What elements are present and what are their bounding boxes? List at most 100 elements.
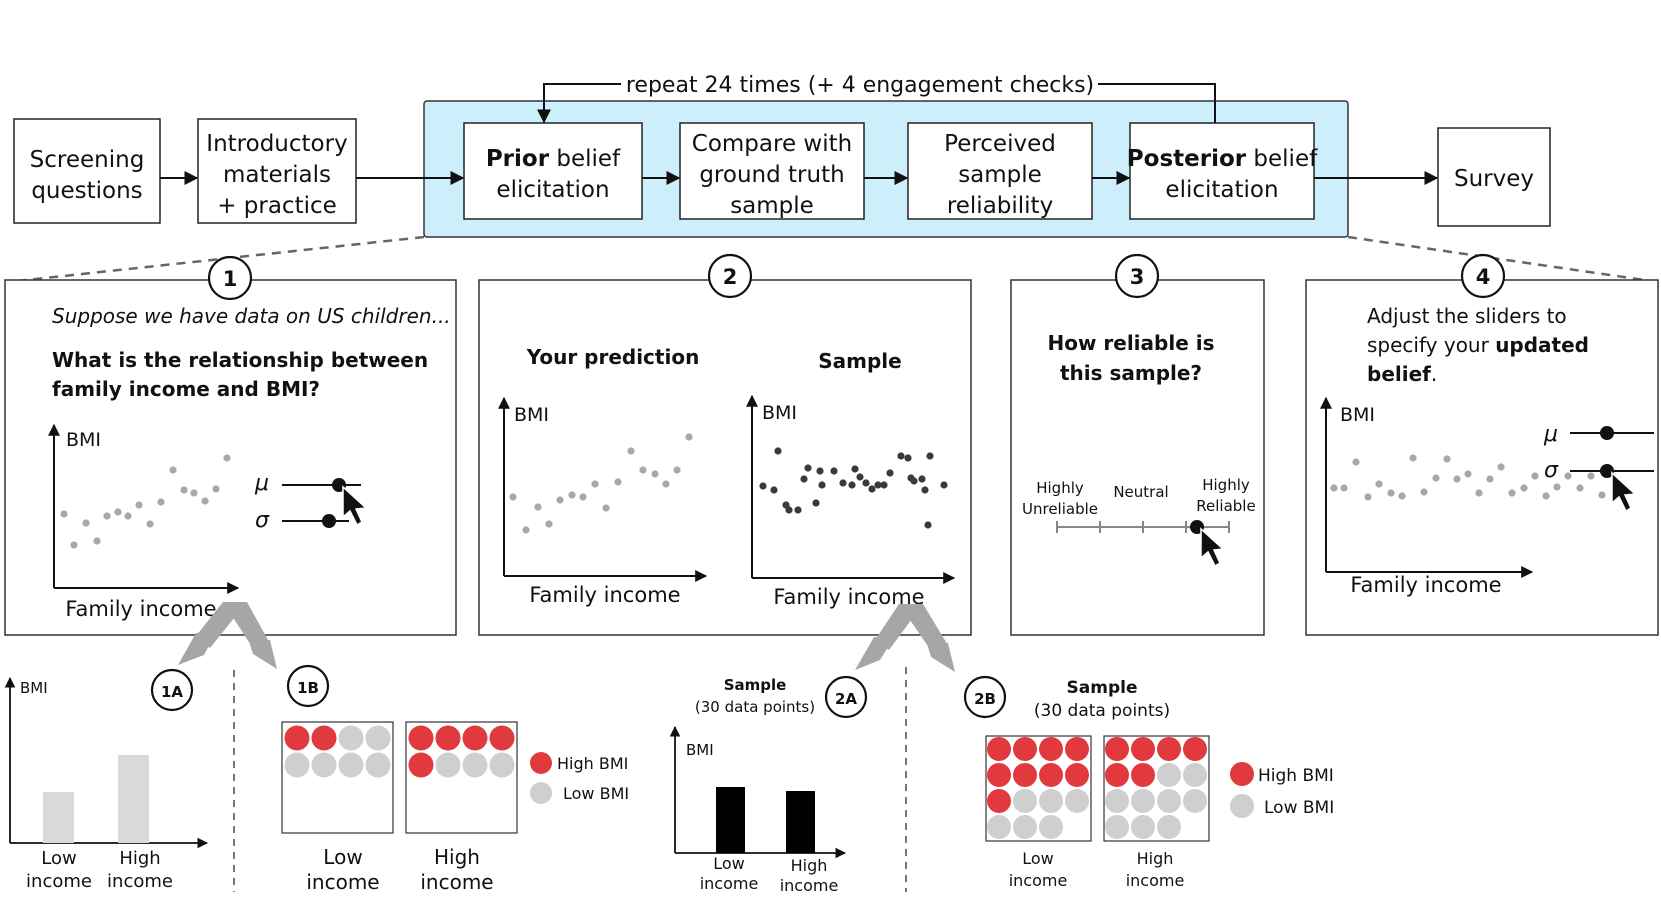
sample-point: [830, 467, 838, 475]
high-bmi-dot: [1105, 737, 1129, 761]
sample-point: [880, 481, 888, 489]
sample-point: [921, 486, 929, 494]
sub-1a-ylabel: BMI: [20, 679, 48, 697]
compare-line3: sample: [730, 193, 814, 219]
sample-point: [759, 482, 767, 490]
repeat-loop-highlight: [423, 100, 1349, 238]
panel-3: 3 How reliable is this sample? Highly Un…: [1010, 253, 1265, 636]
scatter-point: [1564, 472, 1572, 480]
scatter-point: [1497, 463, 1505, 471]
scatter-point: [1330, 484, 1338, 492]
low-bmi-dot: [1105, 789, 1129, 813]
sub-2a-ylabel: BMI: [686, 741, 714, 759]
step-4-mu: μ: [1543, 422, 1558, 447]
scatter-point: [1576, 484, 1584, 492]
step-2-left-xlabel: Family income: [529, 583, 680, 607]
posterior-line2: elicitation: [1165, 177, 1278, 203]
high-bmi-dot: [1131, 763, 1155, 787]
sample-point: [918, 475, 926, 483]
scatter-point: [212, 485, 220, 493]
scatter-point: [1553, 483, 1561, 491]
intro-line3: + practice: [217, 193, 337, 219]
cursor-icon: [1611, 471, 1637, 513]
sub-1a-cat2-l1: High: [119, 848, 160, 869]
high-bmi-dot: [408, 752, 434, 778]
low-bmi-dot: [1183, 789, 1207, 813]
sample-point: [926, 452, 934, 460]
svg-text:Prior belief: Prior belief: [486, 146, 621, 172]
low-bmi-dot: [1183, 763, 1207, 787]
scatter-point: [146, 520, 154, 528]
sub-1b-legend-low: Low BMI: [563, 784, 629, 803]
zoom-line-left: [7, 235, 425, 284]
scatter-point: [1453, 475, 1461, 483]
high-bmi-dot: [1105, 763, 1129, 787]
subpanel-1a: 1A BMI Low income High income: [4, 668, 209, 892]
step-2-prediction-scatter: [509, 433, 693, 534]
scatter-point: [579, 493, 587, 501]
scatter-point: [103, 512, 111, 520]
scatter-point: [1340, 484, 1348, 492]
prior-rest: belief: [549, 146, 621, 172]
sample-point: [839, 479, 847, 487]
subpanel-2b: 2B Sample (30 data points) Low income Hi…: [963, 675, 1334, 890]
sub-2b-subtitle: (30 data points): [1034, 701, 1170, 721]
step-1-intro: Suppose we have data on US children...: [52, 304, 451, 328]
scatter-point: [522, 526, 530, 534]
sample-point: [940, 481, 948, 489]
scatter-point: [602, 504, 610, 512]
scatter-point: [1409, 454, 1417, 462]
sub-2b-title: Sample: [1067, 678, 1138, 698]
prior-bold: Prior: [486, 146, 550, 172]
step-4-text-2b: updated: [1495, 333, 1589, 357]
high-bmi-dot: [1013, 763, 1037, 787]
scatter-point: [1420, 488, 1428, 496]
badge-1b: 1B: [297, 679, 319, 697]
scatter-point: [545, 520, 553, 528]
scatter-point: [1375, 480, 1383, 488]
scatter-point: [1531, 472, 1539, 480]
scatter-point: [60, 510, 68, 518]
step-2-left-ylabel: BMI: [514, 404, 549, 426]
compare-line2: ground truth: [699, 162, 844, 188]
sigma-slider-handle[interactable]: [322, 514, 336, 528]
step-1-ylabel: BMI: [66, 429, 101, 451]
bar-low-income: [716, 787, 745, 853]
sub-2a-cat2-l1: High: [791, 856, 828, 875]
high-bmi-dot: [1039, 737, 1063, 761]
intro-box: Introductory materials + practice: [197, 118, 357, 224]
posterior-mu-handle[interactable]: [1600, 426, 1614, 440]
perceived-line1: Perceived: [944, 131, 1056, 157]
low-bmi-dot: [365, 752, 391, 778]
badge-2b: 2B: [974, 690, 996, 708]
step-4-text-1: Adjust the sliders to: [1367, 304, 1567, 328]
intro-line1: Introductory: [206, 131, 347, 157]
scale-high-1: Highly: [1202, 476, 1250, 494]
scatter-point: [157, 498, 165, 506]
svg-text:Posterior belief: Posterior belief: [1127, 146, 1318, 172]
step-1-mu: μ: [254, 471, 269, 496]
step-1-scatter: [60, 454, 231, 549]
scatter-point: [1364, 493, 1372, 501]
low-bmi-dot: [1131, 815, 1155, 839]
high-bmi-dot: [1131, 737, 1155, 761]
sub-2a-title: Sample: [724, 676, 787, 694]
low-bmi-dot: [1013, 789, 1037, 813]
low-bmi-dot: [1065, 789, 1089, 813]
posterior-sigma-handle[interactable]: [1600, 464, 1614, 478]
posterior-belief-box: Posterior belief elicitation: [1127, 122, 1318, 220]
split-arrow-1: [178, 602, 277, 669]
low-bmi-dot: [1039, 789, 1063, 813]
low-bmi-dot: [284, 752, 310, 778]
intro-line2: materials: [223, 162, 331, 188]
scatter-point: [614, 478, 622, 486]
low-bmi-dot: [1039, 815, 1063, 839]
prior-line2: elicitation: [496, 177, 609, 203]
sub-2b-cat1-l2: income: [1009, 871, 1068, 890]
high-bmi-dot: [1065, 763, 1089, 787]
scatter-point: [201, 497, 209, 505]
sub-2b-cat2-l1: High: [1137, 849, 1174, 868]
scatter-point: [190, 489, 198, 497]
scatter-point: [651, 470, 659, 478]
sub-2b-cat2-l2: income: [1126, 871, 1185, 890]
